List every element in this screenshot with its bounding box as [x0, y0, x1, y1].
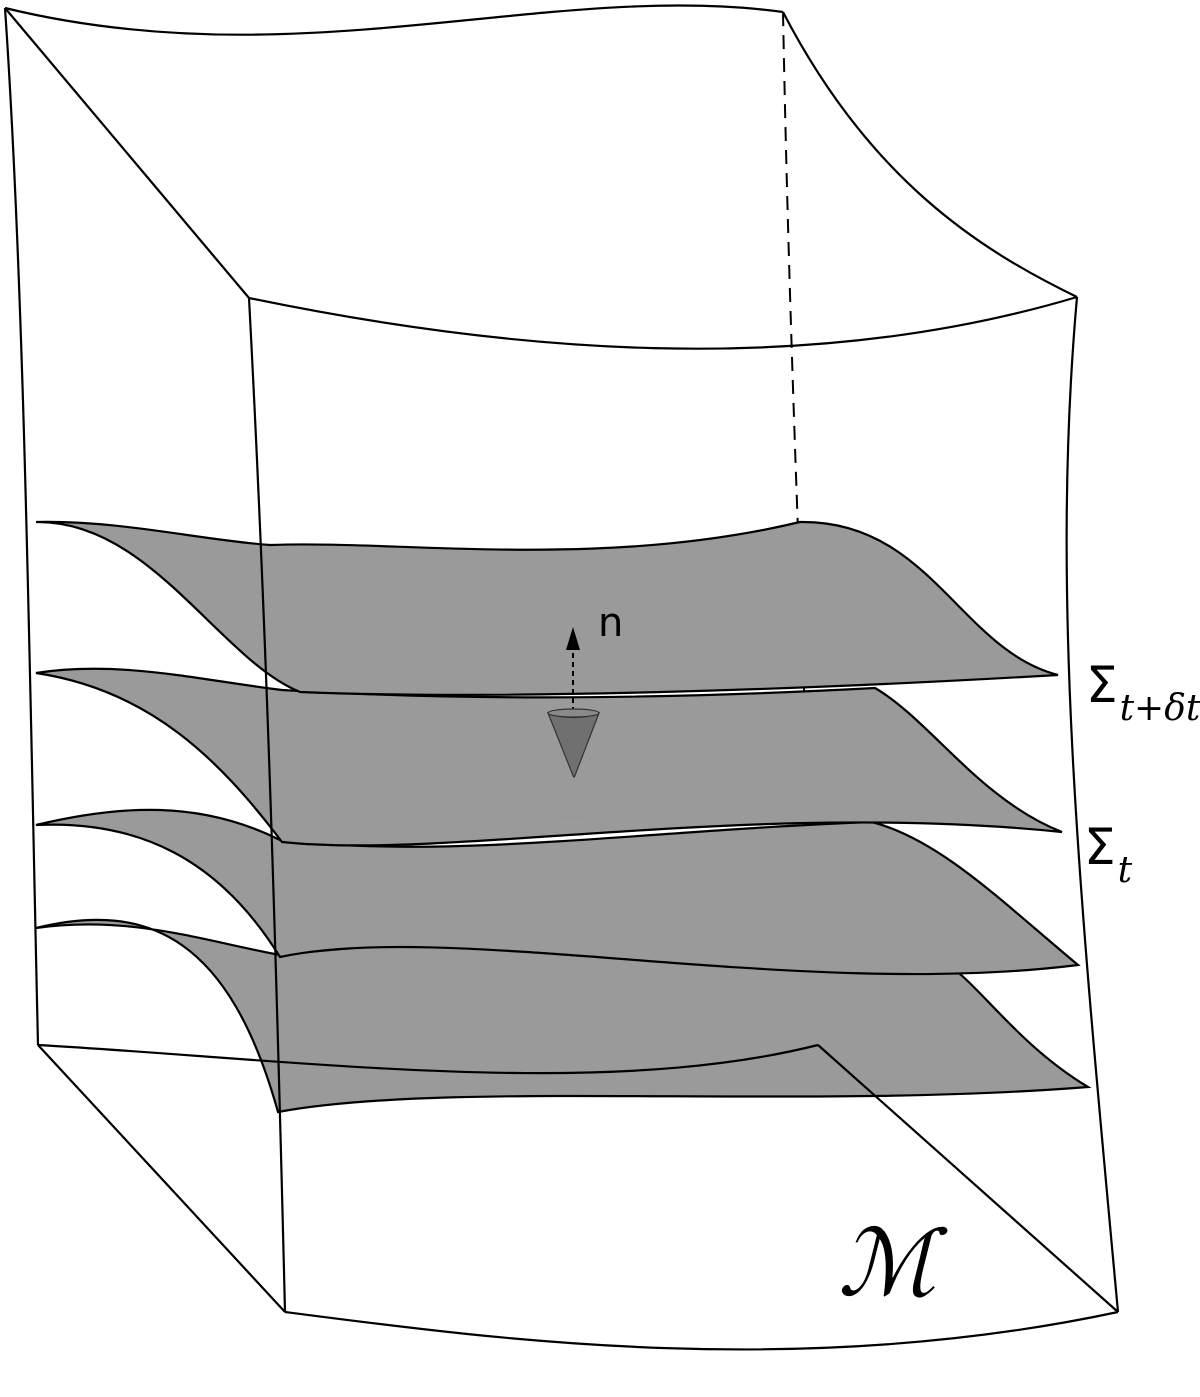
box-bottom-front-edge [284, 1310, 1119, 1351]
box-top-back-edge [4, 4, 784, 36]
normal-vector-label: n [598, 600, 624, 646]
light-cone-lower [548, 776, 599, 824]
manifold-label: ℳ [838, 1210, 937, 1317]
normal-vector-arrowhead [566, 627, 580, 650]
box-bottom-left-edge [37, 1044, 286, 1313]
box-top-front-edge [248, 295, 1078, 350]
box-top-right-edge [782, 11, 1078, 298]
sigma-t-dt-subscript: t+δt [1119, 688, 1200, 729]
box-left-back-edge [3, 7, 40, 1046]
box-front-left-edge [247, 297, 287, 1313]
sigma-t-symbol: Σ [1084, 818, 1116, 876]
sigma-t-dt-symbol: Σ [1086, 656, 1118, 714]
box-front-right-edge [1065, 296, 1120, 1313]
manifold-box-front [247, 295, 1120, 1351]
sigma-t-dt-label: Σt+δt [1086, 660, 1200, 727]
box-bottom-right-edge [817, 1044, 1119, 1313]
sigma-t-label: Σt [1084, 822, 1132, 889]
light-cone-icon [546, 708, 601, 824]
light-cone-top-rim [547, 708, 600, 718]
slice-4-inner-curve [37, 1043, 819, 1075]
slice-1-sigma-t-dt [35, 520, 1059, 696]
slice-2-sigma-t [35, 667, 1063, 847]
manifold-box-back [3, 4, 1078, 1313]
sigma-t-subscript: t [1117, 850, 1133, 891]
normal-vector [566, 627, 580, 712]
box-top-left-edge [4, 7, 250, 299]
